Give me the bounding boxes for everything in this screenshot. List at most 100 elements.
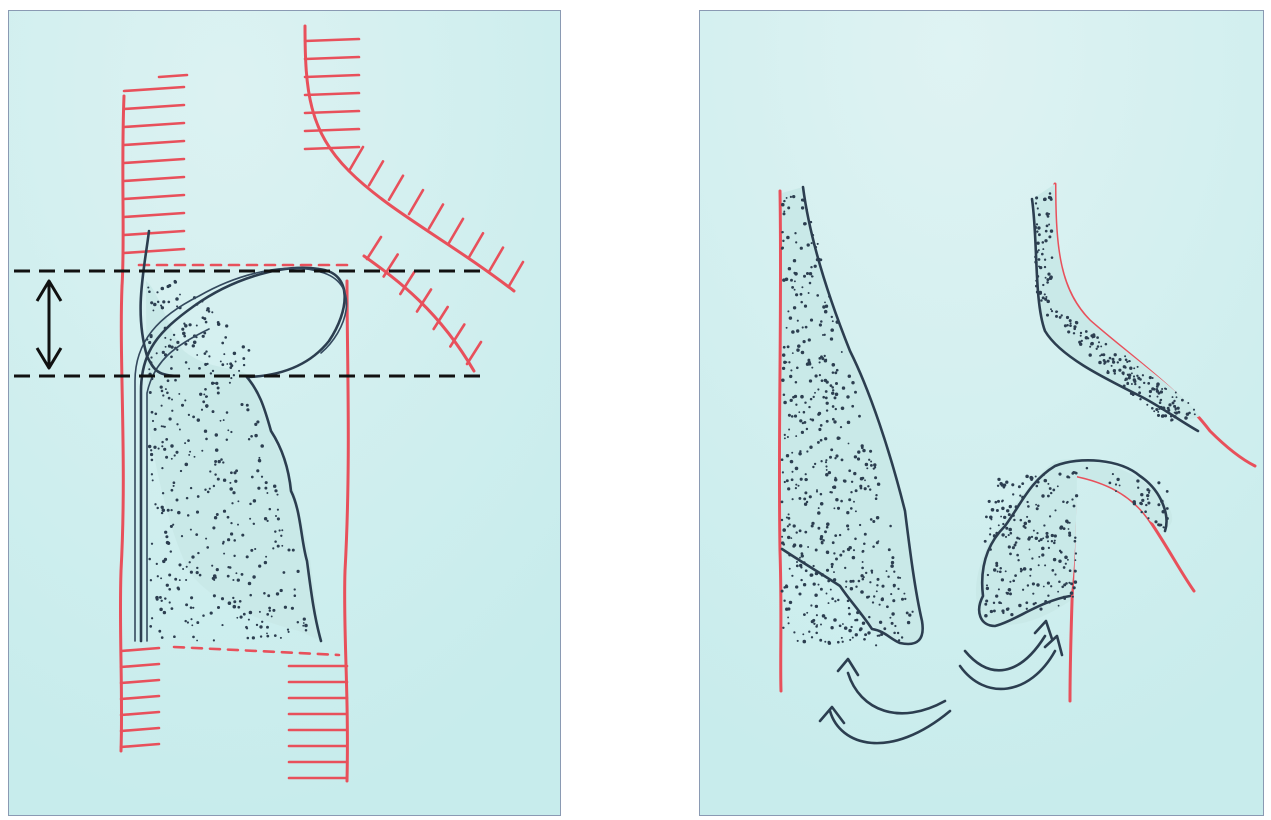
- stipple-dot: [824, 641, 826, 643]
- stipple-dot: [783, 361, 786, 364]
- stipple-dot: [831, 563, 834, 566]
- stipple-dot: [835, 558, 838, 561]
- stipple-dot: [148, 290, 151, 293]
- stipple-dot: [791, 575, 793, 577]
- stipple-dot: [786, 197, 788, 199]
- stipple-dot: [870, 518, 873, 521]
- stipple-dot: [292, 549, 295, 552]
- stipple-dot: [782, 367, 785, 370]
- stipple-dot: [1012, 579, 1015, 582]
- stipple-dot: [839, 534, 841, 536]
- stipple-dot: [192, 416, 195, 419]
- stipple-dot: [817, 527, 820, 530]
- stipple-dot: [782, 528, 786, 532]
- stipple-dot: [1194, 413, 1196, 415]
- stipple-dot: [1068, 528, 1070, 530]
- stipple-dot: [1044, 239, 1047, 242]
- stipple-dot: [1047, 273, 1050, 276]
- stipple-dot: [819, 639, 822, 642]
- stipple-dot: [248, 582, 252, 586]
- stipple-dot: [152, 309, 154, 311]
- stipple-dot: [281, 545, 283, 547]
- stipple-dot: [1054, 534, 1057, 537]
- stipple-dot: [170, 339, 172, 341]
- stipple-dot: [795, 435, 797, 437]
- stipple-dot: [215, 448, 219, 452]
- stipple-dot: [904, 598, 906, 600]
- stipple-dot: [1133, 367, 1135, 369]
- stipple-dot: [1005, 481, 1008, 484]
- stipple-dot: [848, 607, 850, 609]
- stipple-dot: [877, 635, 879, 637]
- stipple-dot: [233, 605, 237, 609]
- stipple-dot: [148, 368, 150, 370]
- stipple-dot: [1047, 495, 1050, 498]
- stipple-dot: [787, 525, 789, 527]
- stipple-dot: [1080, 332, 1082, 334]
- stipple-dot: [1134, 383, 1136, 385]
- stipple-dot: [165, 456, 168, 459]
- stipple-dot: [888, 548, 891, 551]
- stipple-dot: [193, 341, 197, 345]
- stipple-dot: [1167, 407, 1170, 410]
- right-diagram-panel: [699, 10, 1264, 816]
- stipple-dot: [1051, 310, 1053, 312]
- stipple-dot: [892, 599, 895, 602]
- stipple-dot: [204, 430, 207, 433]
- stipple-dot: [1175, 409, 1177, 411]
- stipple-dot: [851, 405, 854, 408]
- stipple-dot: [188, 368, 190, 370]
- stipple-dot: [170, 550, 172, 552]
- stipple-dot: [1146, 404, 1148, 406]
- stipple-dot: [1024, 527, 1026, 529]
- stipple-dot: [1041, 494, 1044, 497]
- stipple-dot: [199, 574, 202, 577]
- stipple-dot: [1112, 360, 1115, 363]
- stipple-dot: [223, 510, 226, 513]
- stipple-dot: [1026, 501, 1028, 503]
- stipple-dot: [1099, 355, 1101, 357]
- stipple-dot: [1023, 567, 1027, 571]
- stipple-dot: [242, 345, 245, 348]
- stipple-dot: [787, 310, 789, 312]
- stipple-dot: [815, 632, 818, 635]
- stipple-dot: [831, 566, 833, 568]
- stipple-dot: [213, 574, 217, 578]
- stipple-dot: [848, 498, 851, 501]
- stipple-dot: [214, 516, 217, 519]
- stipple-dot: [787, 206, 790, 209]
- stipple-dot: [178, 393, 180, 395]
- stipple-dot: [1070, 322, 1072, 324]
- stipple-dot: [832, 418, 835, 421]
- stipple-dot: [832, 389, 834, 391]
- stipple-dot: [849, 580, 852, 583]
- stipple-dot: [218, 460, 221, 463]
- stipple-dot: [229, 362, 232, 365]
- stipple-dot: [1037, 504, 1040, 507]
- stipple-dot: [1115, 490, 1117, 492]
- stipple-dot: [1020, 568, 1022, 570]
- stipple-dot: [850, 491, 852, 493]
- stipple-dot: [989, 527, 991, 529]
- stipple-dot: [1009, 592, 1012, 595]
- stipple-dot: [274, 540, 277, 543]
- stipple-dot: [1059, 526, 1063, 530]
- stipple-dot: [1070, 591, 1074, 595]
- stipple-dot: [1113, 369, 1116, 372]
- stipple-dot: [171, 458, 173, 460]
- stipple-dot: [810, 604, 812, 606]
- stipple-dot: [1102, 353, 1105, 356]
- stipple-dot: [1038, 258, 1041, 261]
- stipple-dot: [1073, 505, 1076, 508]
- stipple-dot: [871, 572, 873, 574]
- stipple-dot: [254, 548, 256, 550]
- stipple-dot: [150, 301, 153, 304]
- stipple-dot: [867, 485, 869, 487]
- stipple-dot: [847, 421, 851, 425]
- stipple-dot: [781, 536, 783, 538]
- stipple-dot: [985, 516, 988, 519]
- stipple-dot: [147, 286, 149, 288]
- stipple-dot: [1051, 534, 1054, 537]
- stipple-dot: [241, 573, 244, 576]
- stipple-dot: [161, 467, 163, 469]
